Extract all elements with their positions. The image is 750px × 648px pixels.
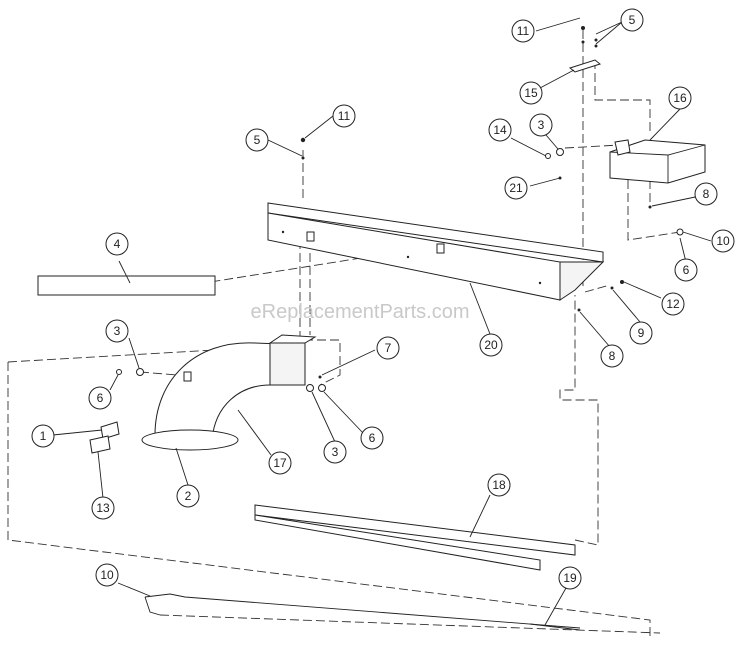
callout-label: 11 bbox=[517, 24, 530, 38]
callout-label: 10 bbox=[716, 234, 730, 248]
callout-13: 13 bbox=[91, 496, 115, 520]
callout-11-top: 11 bbox=[511, 19, 535, 43]
part-17-chute bbox=[141, 334, 317, 451]
callout-6-right: 6 bbox=[674, 258, 698, 282]
callout-18: 18 bbox=[487, 473, 511, 497]
callout-label: 6 bbox=[683, 263, 690, 277]
callout-4: 4 bbox=[105, 232, 129, 256]
callout-label: 1 bbox=[40, 429, 47, 443]
callout-3-left: 3 bbox=[105, 319, 129, 343]
callout-3-right: 3 bbox=[529, 113, 553, 137]
callout-label: 2 bbox=[185, 489, 192, 503]
callout-1: 1 bbox=[31, 424, 55, 448]
part-19-rod bbox=[144, 593, 581, 631]
callout-label: 10 bbox=[100, 568, 114, 582]
callout-label: 7 bbox=[385, 341, 392, 355]
callout-label: 8 bbox=[609, 349, 616, 363]
callout-5-mid: 5 bbox=[245, 128, 269, 152]
callout-label: 11 bbox=[338, 109, 351, 123]
callout-10-bottom: 10 bbox=[95, 563, 119, 587]
callout-15: 15 bbox=[519, 81, 543, 105]
watermark-text: eReplacementParts.com bbox=[251, 301, 470, 323]
callout-label: 16 bbox=[673, 91, 687, 105]
callout-label: 19 bbox=[563, 571, 577, 585]
decals bbox=[89, 421, 120, 454]
leader-lines bbox=[52, 17, 712, 626]
callout-8-right: 8 bbox=[694, 182, 718, 206]
callout-5-top: 5 bbox=[620, 8, 644, 32]
callout-label: 18 bbox=[492, 478, 506, 492]
callout-16: 16 bbox=[668, 86, 692, 110]
callout-label: 6 bbox=[97, 391, 104, 405]
hardware bbox=[116, 26, 684, 392]
callout-20: 20 bbox=[479, 333, 503, 357]
callout-label: 8 bbox=[703, 187, 710, 201]
callout-label: 5 bbox=[629, 13, 636, 27]
callout-label: 3 bbox=[538, 118, 545, 132]
callout-label: 6 bbox=[369, 431, 376, 445]
callout-label: 12 bbox=[666, 297, 680, 311]
part-4-flat-bar bbox=[37, 275, 216, 296]
callout-label: 13 bbox=[96, 501, 110, 515]
callout-label: 3 bbox=[114, 324, 121, 338]
callout-label: 17 bbox=[273, 456, 287, 470]
part-20-channel bbox=[267, 202, 605, 301]
callout-2: 2 bbox=[176, 484, 200, 508]
callout-label: 4 bbox=[114, 237, 121, 251]
part-16-box bbox=[609, 139, 706, 184]
callout-label: 21 bbox=[509, 181, 523, 195]
callout-label: 20 bbox=[484, 338, 498, 352]
callout-12: 12 bbox=[661, 292, 685, 316]
callout-14: 14 bbox=[488, 118, 512, 142]
callout-label: 15 bbox=[524, 86, 538, 100]
part-15-bracket bbox=[568, 59, 602, 73]
callout-7: 7 bbox=[376, 336, 400, 360]
callout-6-center: 6 bbox=[360, 426, 384, 450]
callout-label: 3 bbox=[332, 445, 339, 459]
callout-8-lower: 8 bbox=[600, 344, 624, 368]
part-18-angle bbox=[254, 504, 576, 571]
callout-3-center: 3 bbox=[323, 440, 347, 464]
callout-9: 9 bbox=[629, 321, 653, 345]
callout-19: 19 bbox=[558, 566, 582, 590]
callout-label: 14 bbox=[493, 123, 507, 137]
callout-11-mid: 11 bbox=[332, 104, 356, 128]
callout-label: 9 bbox=[638, 326, 645, 340]
callout-10-right: 10 bbox=[711, 229, 735, 253]
callout-6-left: 6 bbox=[88, 386, 112, 410]
callout-21: 21 bbox=[504, 176, 528, 200]
callout-label: 5 bbox=[254, 133, 261, 147]
callout-17: 17 bbox=[268, 451, 292, 475]
